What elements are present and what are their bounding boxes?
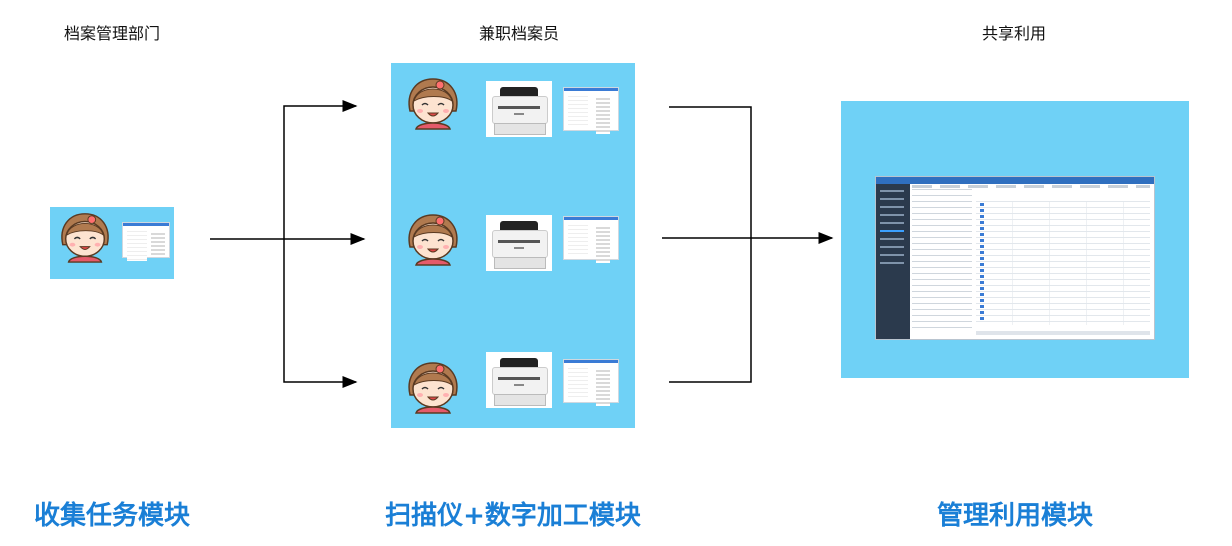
avatar-icon xyxy=(408,78,458,130)
avatar-icon xyxy=(408,214,458,266)
scanner-icon xyxy=(486,81,552,137)
screen-icon xyxy=(563,216,619,263)
scanning-module-title: 扫描仪+数字加工模块 xyxy=(385,501,641,531)
screen-icon xyxy=(563,359,619,406)
scanner-icon xyxy=(486,352,552,408)
department-label: 档案管理部门 xyxy=(63,24,160,43)
sharing-label: 共享利用 xyxy=(981,24,1046,43)
screen-icon xyxy=(122,222,170,261)
management-module-title: 管理利用模块 xyxy=(936,501,1093,531)
collection-module-title: 收集任务模块 xyxy=(33,501,190,531)
avatar-icon xyxy=(61,213,109,263)
archivist-label: 兼职档案员 xyxy=(478,24,559,43)
avatar-icon xyxy=(408,362,458,414)
screen-icon xyxy=(875,176,1155,340)
screen-icon xyxy=(563,87,619,134)
scanner-icon xyxy=(486,215,552,271)
